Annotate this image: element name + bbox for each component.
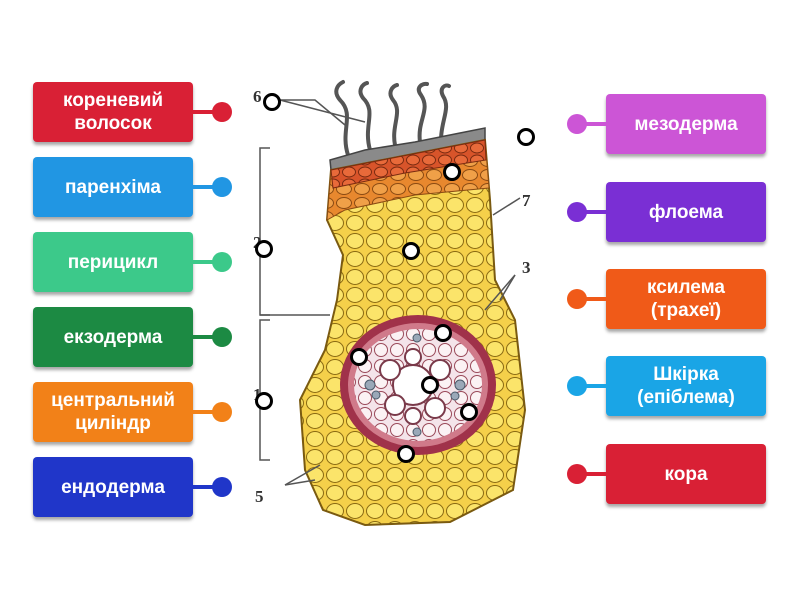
drop-target-pin[interactable] <box>460 403 478 421</box>
label-text: флоема <box>648 201 724 223</box>
drop-target-pin[interactable] <box>255 240 273 258</box>
connector-dot[interactable] <box>567 464 587 484</box>
label-cortex[interactable]: кора <box>567 444 766 504</box>
label-central-cylinder[interactable]: центральний циліндр <box>33 382 232 442</box>
connector-dot[interactable] <box>212 327 232 347</box>
connector <box>584 472 606 476</box>
label-exodermis[interactable]: екзодерма <box>33 307 232 367</box>
label-phloem[interactable]: флоема <box>567 182 766 242</box>
connector-dot[interactable] <box>212 252 232 272</box>
label-text: Шкірка (епіблема) <box>637 364 735 408</box>
connector-dot[interactable] <box>212 402 232 422</box>
connector <box>193 485 215 489</box>
drop-target-pin[interactable] <box>443 163 461 181</box>
bracket-lines <box>259 99 521 486</box>
drop-target-pin[interactable] <box>421 376 439 394</box>
label-pericycle[interactable]: перицикл <box>33 232 232 292</box>
label-text: паренхіма <box>65 176 161 198</box>
connector <box>584 122 606 126</box>
label-text: перицикл <box>67 251 159 273</box>
label-epiblema[interactable]: Шкірка (епіблема) <box>567 356 766 416</box>
number-5: 5 <box>255 487 264 506</box>
label-xylem[interactable]: ксилема (трахеї) <box>567 269 766 329</box>
label-text: кора <box>664 463 708 485</box>
label-parenchyma[interactable]: паренхіма <box>33 157 232 217</box>
connector-dot[interactable] <box>212 102 232 122</box>
drop-target-pin[interactable] <box>263 93 281 111</box>
label-text: центральний циліндр <box>51 390 175 434</box>
connector-dot[interactable] <box>567 202 587 222</box>
label-text: ксилема (трахеї) <box>646 277 725 321</box>
connector-dot[interactable] <box>212 177 232 197</box>
root-section-illustration: 6 2 1 7 3 5 <box>253 80 531 527</box>
label-text: кореневий волосок <box>62 90 164 134</box>
connector <box>193 410 215 414</box>
drop-target-pin[interactable] <box>402 242 420 260</box>
drop-target-pin[interactable] <box>397 445 415 463</box>
label-root-hair[interactable]: кореневий волосок <box>33 82 232 142</box>
drop-target-pin[interactable] <box>434 324 452 342</box>
connector-dot[interactable] <box>567 376 587 396</box>
connector-dot[interactable] <box>567 289 587 309</box>
connector <box>193 185 215 189</box>
label-mesoderm[interactable]: мезодерма <box>567 94 766 154</box>
drop-target-pin[interactable] <box>517 128 535 146</box>
drop-target-pin[interactable] <box>255 392 273 410</box>
connector <box>193 335 215 339</box>
root-cross-section-diagram: 6 2 1 7 3 5 <box>245 70 565 535</box>
number-6: 6 <box>253 87 262 106</box>
connector <box>193 260 215 264</box>
root-hairs <box>334 80 451 157</box>
phloem-groups <box>364 333 466 437</box>
connector-dot[interactable] <box>567 114 587 134</box>
label-endodermis[interactable]: ендодерма <box>33 457 232 517</box>
connector-dot[interactable] <box>212 477 232 497</box>
number-3: 3 <box>522 258 531 277</box>
connector <box>193 110 215 114</box>
drop-target-pin[interactable] <box>350 348 368 366</box>
label-text: екзодерма <box>63 326 163 348</box>
connector <box>584 210 606 214</box>
label-text: мезодерма <box>634 113 738 135</box>
label-text: ендодерма <box>61 476 165 498</box>
number-7: 7 <box>522 191 531 210</box>
connector <box>584 297 606 301</box>
connector <box>584 384 606 388</box>
